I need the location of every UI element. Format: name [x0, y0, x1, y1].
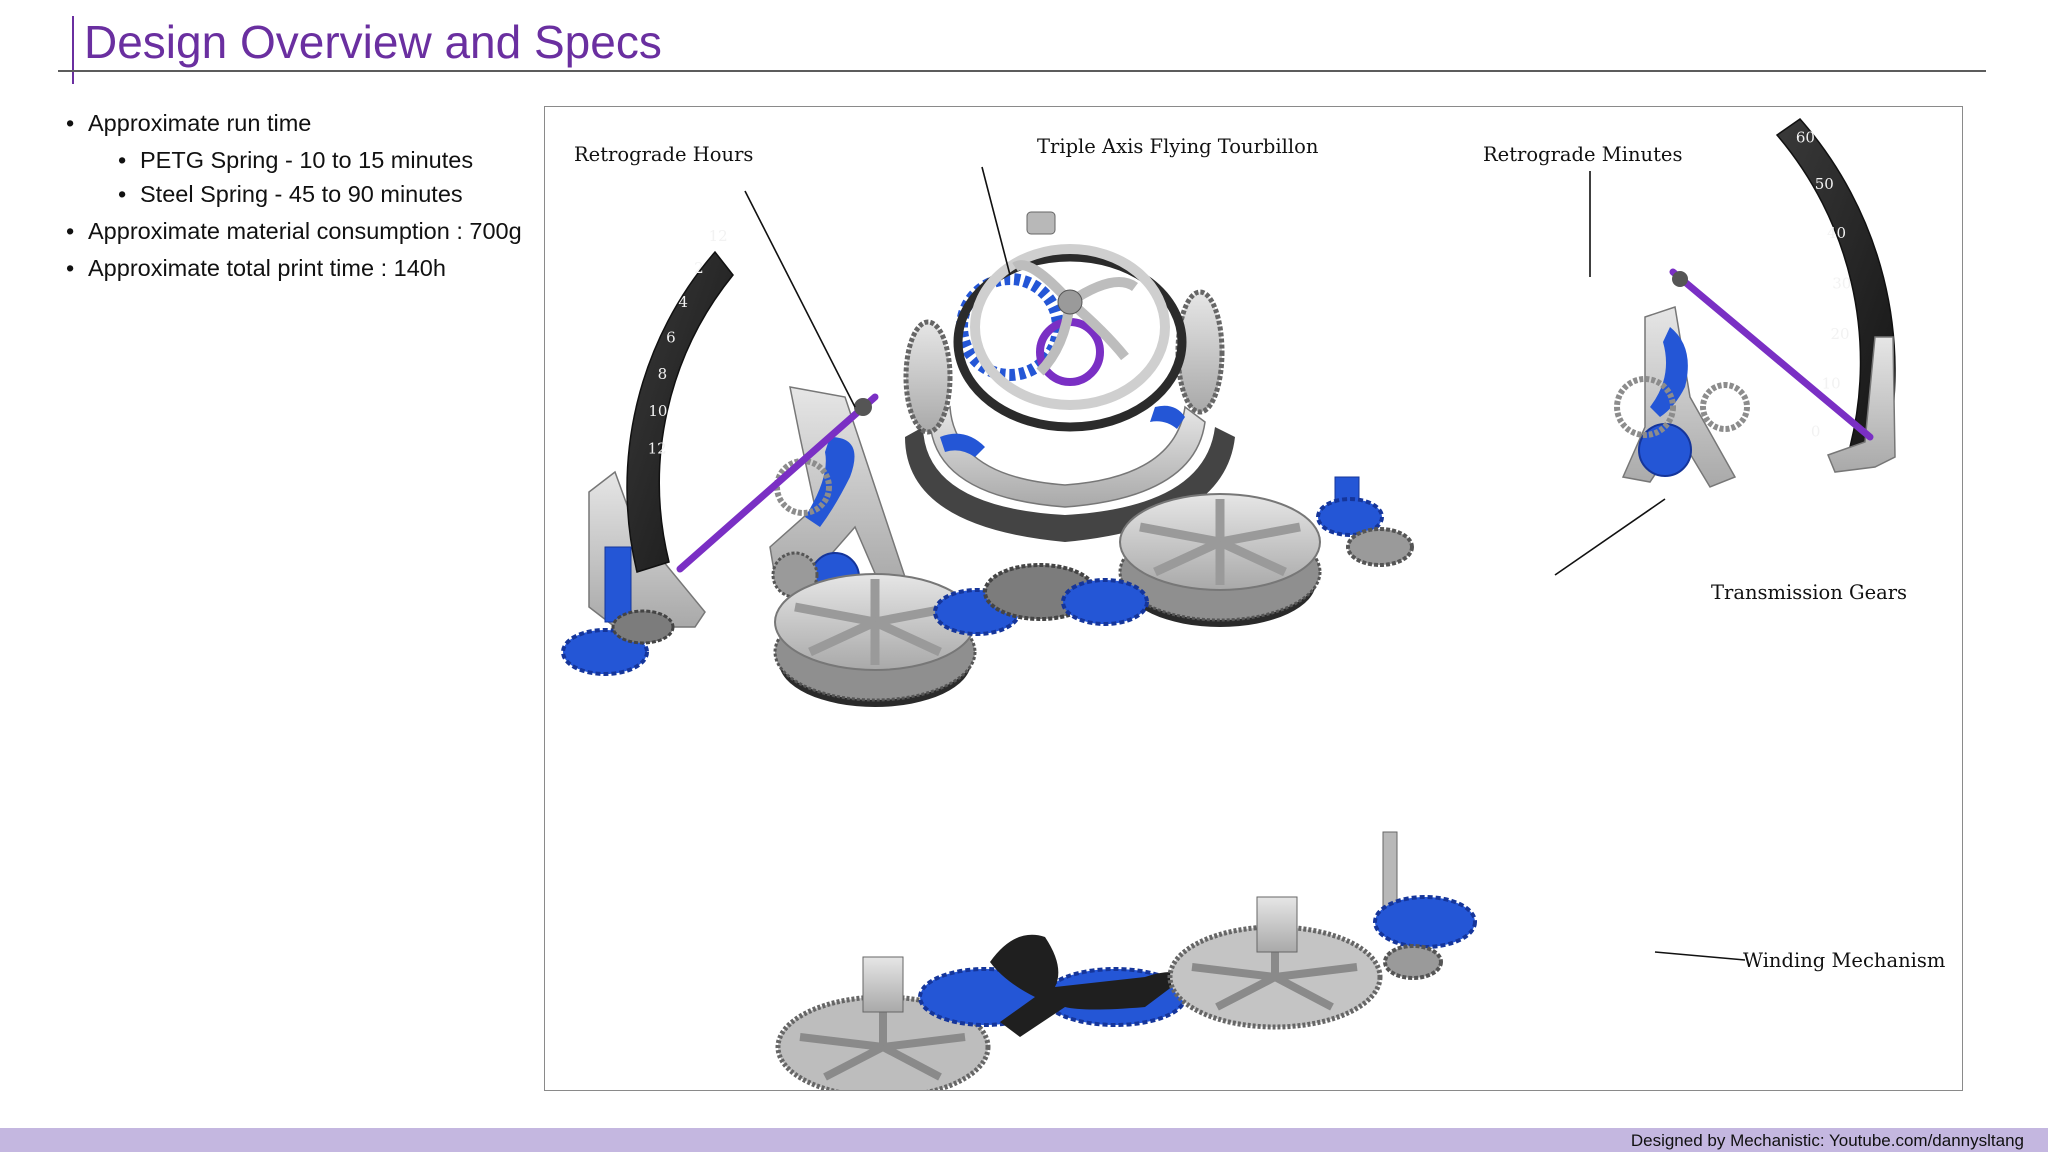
- winding-left-hub: [862, 956, 904, 1013]
- spec-material-text: Approximate material consumption : 700g: [88, 218, 522, 244]
- leader-tourbillon: [981, 166, 1011, 276]
- minutes-hand: [1669, 268, 1874, 441]
- footer-credit: Designed by Mechanistic: Youtube.com/dan…: [1630, 1131, 2024, 1150]
- title-accent-bar: [72, 16, 74, 84]
- hours-dial-numeral-3: 6: [666, 328, 676, 346]
- hours-dial-arc: [626, 250, 734, 573]
- tourbillon-hairspring: [1036, 318, 1104, 386]
- winding-blue-pinion: [1373, 895, 1477, 949]
- retrograde-hours-assembly: 12 10 8 642 12: [588, 227, 906, 628]
- label-tourbillon: Triple Axis Flying Tourbillon: [1037, 135, 1319, 158]
- bullet-dot: •: [66, 255, 75, 281]
- transmission-right-blue-gear: [1316, 497, 1384, 537]
- hours-dial-numeral-6: 12: [709, 227, 728, 245]
- tourbillon-top-post: [1026, 211, 1056, 235]
- label-leader-lines: [744, 166, 1746, 961]
- label-retrograde-minutes: Retrograde Minutes: [1483, 143, 1683, 166]
- transmission-right-grey-gear: [1346, 527, 1414, 567]
- leader-winding: [1654, 951, 1746, 961]
- tourbillon-assembly: [903, 211, 1235, 542]
- tourbillon-cage: [929, 405, 1206, 508]
- hours-dial-numeral-1: 10: [648, 402, 667, 420]
- hours-hand-pivot: [854, 398, 872, 416]
- hours-dial-numeral-4: 4: [678, 293, 688, 311]
- hours-dial-numeral-5: 2: [694, 259, 704, 277]
- winding-mechanism: [775, 831, 1477, 1090]
- hours-dial-numeral-0: 12: [648, 440, 667, 458]
- minutes-dial-numeral-0: 60: [1796, 128, 1815, 146]
- page-title: Design Overview and Specs: [84, 16, 662, 68]
- label-winding-mechanism: Winding Mechanism: [1743, 949, 1946, 972]
- bullet-dot: •: [66, 110, 75, 136]
- hours-dial-numeral-2: 8: [658, 365, 668, 383]
- leader-hours: [744, 190, 856, 408]
- bullet-dot: •: [66, 218, 75, 244]
- minutes-dial-numeral-5: 10: [1822, 375, 1841, 393]
- title-divider: [58, 70, 1986, 72]
- tourbillon-blue-gear-left: [940, 433, 985, 457]
- minutes-dial-numeral-2: 40: [1827, 224, 1846, 242]
- tourbillon-left-wheel: [903, 319, 953, 435]
- tourbillon-outer-ring: [953, 252, 1187, 432]
- minutes-idler-gear: [1614, 376, 1676, 438]
- minutes-dial-numeral-1: 50: [1815, 175, 1834, 193]
- minutes-grey-gear: [1700, 382, 1750, 432]
- tourbillon-blue-gear-right: [1150, 405, 1185, 429]
- spec-run-time: • Approximate run time: [64, 106, 544, 140]
- transmission-gear-train: [561, 476, 1414, 707]
- transmission-left-grey-gear: [611, 609, 675, 645]
- spec-steel-text: Steel Spring - 45 to 90 minutes: [140, 181, 463, 207]
- footer-bar: Designed by Mechanistic: Youtube.com/dan…: [0, 1128, 2048, 1152]
- transmission-left-pinion: [604, 546, 632, 623]
- tourbillon-middle-ring: [970, 244, 1170, 410]
- winding-wheel-left-spokes: [799, 1005, 966, 1081]
- winding-right-hub: [1256, 896, 1298, 953]
- minutes-stand: [1827, 336, 1896, 473]
- spec-petg-text: PETG Spring - 10 to 15 minutes: [140, 147, 474, 173]
- mechanism-illustration: 12 10 8 642 12: [561, 118, 1896, 1090]
- leader-transmission: [1554, 498, 1666, 576]
- label-transmission-gears: Transmission Gears: [1711, 581, 1908, 604]
- bullet-dot: •: [118, 147, 127, 173]
- minutes-dial-numeral-6: 0: [1811, 423, 1821, 441]
- spec-list: • Approximate run time • PETG Spring - 10 …: [64, 106, 544, 288]
- spec-steel: • Steel Spring - 45 to 90 minutes: [64, 177, 544, 211]
- spec-run-time-text: Approximate run time: [88, 110, 312, 136]
- hours-hand: [676, 393, 879, 573]
- winding-ratchet-arm: [990, 934, 1185, 1037]
- winding-grey-pinion: [1383, 944, 1443, 980]
- minutes-blue-cam: [1650, 327, 1688, 417]
- spec-material: • Approximate material consumption : 700g: [64, 214, 544, 248]
- minutes-dial-numeral-3: 30: [1832, 274, 1851, 292]
- spec-print-time-text: Approximate total print time : 140h: [88, 255, 446, 281]
- transmission-left-blue-gear: [561, 628, 649, 676]
- hours-dial-ticks: 12 10 8 642 12: [648, 227, 728, 458]
- minutes-blue-gear: [1638, 423, 1692, 477]
- transmission-blue-gear-2: [1061, 578, 1149, 626]
- transmission-wheel-right-spokes: [1139, 499, 1301, 585]
- hours-grey-gear: [771, 551, 819, 599]
- minutes-dial-numeral-4: 20: [1830, 325, 1849, 343]
- minutes-hand-pivot: [1672, 271, 1688, 287]
- minutes-dial-ticks: 60 50 40 30 20 10 0: [1796, 128, 1851, 440]
- bullet-dot: •: [118, 181, 127, 207]
- label-retrograde-hours: Retrograde Hours: [574, 143, 754, 166]
- tourbillon-center-pivot: [1057, 289, 1083, 315]
- spec-petg: • PETG Spring - 10 to 15 minutes: [64, 143, 544, 177]
- retrograde-minutes-assembly: 60 50 40 30 20 10 0: [1614, 118, 1896, 488]
- spec-print-time: • Approximate total print time : 140h: [64, 251, 544, 285]
